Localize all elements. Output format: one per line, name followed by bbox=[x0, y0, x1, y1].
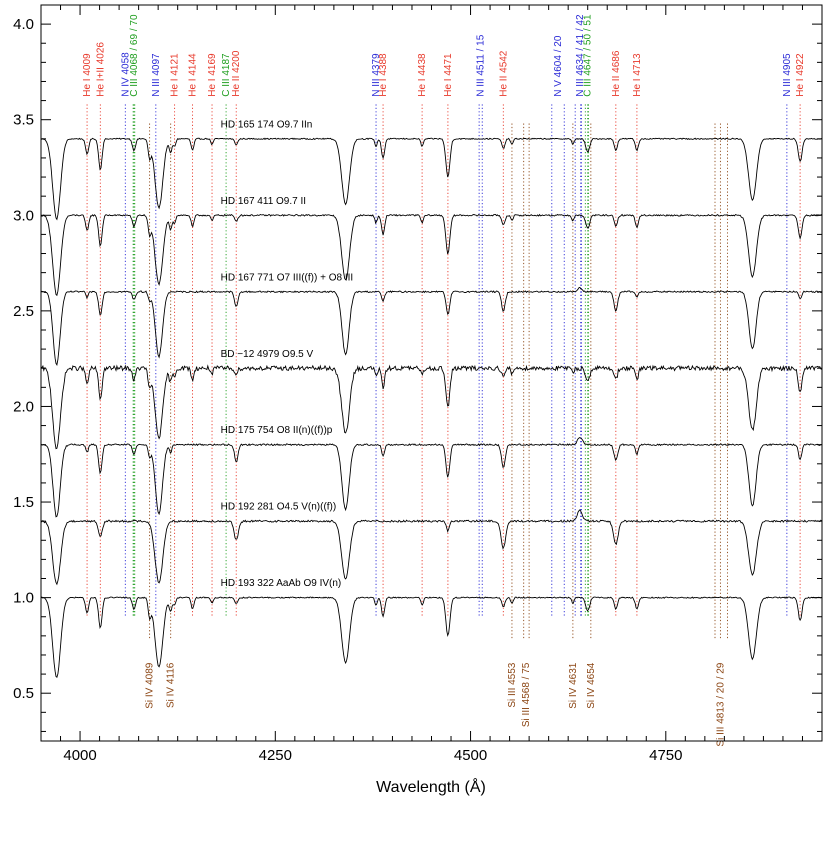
line-marker-layer bbox=[86, 104, 801, 640]
axes-layer: 4000 4250 4500 4750 0.5 1.0 1.5 2.0 2.5 3.0 3.5 4.0 bbox=[13, 4, 823, 764]
line-id-label: N III 4634 / 41 / 42 bbox=[575, 14, 586, 97]
y-tick-label: 2.5 bbox=[13, 303, 34, 320]
star-label: HD 167 771 O7 III((f)) + O8 III bbox=[221, 272, 354, 283]
star-label: HD 167 411 O9.7 II bbox=[221, 196, 306, 207]
line-id-label: N III 4905 bbox=[782, 53, 793, 97]
line-id-label: N III 4511 / 15 bbox=[476, 34, 487, 97]
star-label: HD 193 322 AaAb O9 IV(n) bbox=[221, 578, 342, 589]
y-tick-label: 3.0 bbox=[13, 207, 34, 224]
line-id-label: C III 4068 / 69 / 70 bbox=[129, 14, 140, 97]
line-id-label: He I 4438 bbox=[417, 53, 428, 97]
line-id-label: He I 4144 bbox=[188, 53, 199, 97]
line-id-label: C III 4187 bbox=[221, 53, 232, 97]
spectrum-line bbox=[40, 364, 822, 450]
line-id-label: Si III 4553 bbox=[507, 662, 518, 707]
line-id-label: He II 4686 bbox=[611, 50, 622, 97]
line-id-label: N IV 4058 bbox=[120, 52, 131, 97]
y-tick-label: 3.5 bbox=[13, 112, 34, 129]
star-label: HD 165 174 O9.7 IIn bbox=[221, 119, 313, 130]
y-tick-label: 4.0 bbox=[13, 16, 34, 33]
spectrum-line bbox=[41, 596, 822, 678]
spectrum-line bbox=[40, 213, 822, 297]
x-tick-label: 4250 bbox=[259, 747, 292, 764]
y-tick-label: 1.0 bbox=[13, 590, 34, 607]
x-tick-label: 4750 bbox=[649, 747, 682, 764]
line-id-label: He II 4200 bbox=[231, 50, 242, 97]
line-id-label: Si IV 4116 bbox=[166, 662, 177, 708]
line-id-label: He I+II 4026 bbox=[95, 42, 106, 97]
spectrum-line bbox=[41, 286, 822, 366]
line-id-label: C III 4647 / 50 / 51 bbox=[583, 14, 594, 97]
line-id-label: He I 4009 bbox=[82, 53, 93, 97]
y-tick-label: 1.5 bbox=[13, 494, 34, 511]
line-id-label: Si IV 4631 bbox=[568, 662, 579, 709]
line-id-label: He II 4542 bbox=[498, 50, 509, 97]
line-id-label: He I 4388 bbox=[378, 53, 389, 97]
line-id-label: He I 4922 bbox=[795, 53, 806, 97]
spectrum-line bbox=[40, 137, 822, 221]
line-id-label: He I 4121 bbox=[170, 53, 181, 97]
star-label: HD 192 281 O4.5 V(n)((f)) bbox=[221, 502, 337, 513]
y-tick-label: 2.0 bbox=[13, 398, 34, 415]
spectrum-line bbox=[40, 436, 822, 518]
line-id-label: N III 4379 bbox=[371, 53, 382, 97]
line-id-label: Si IV 4089 bbox=[145, 662, 156, 709]
line-id-label: Si III 4813 / 20 / 29 bbox=[715, 662, 726, 746]
x-axis-title: Wavelength (Å) bbox=[376, 777, 486, 796]
line-id-label: He I 4169 bbox=[207, 53, 218, 97]
star-label-layer: HD 165 174 O9.7 IIn HD 167 411 O9.7 II HD … bbox=[221, 119, 354, 589]
line-id-label: Si IV 4654 bbox=[586, 662, 597, 709]
x-tick-label: 4500 bbox=[454, 747, 487, 764]
line-id-label: Si III 4568 / 75 bbox=[521, 662, 532, 727]
star-label: BD −12 4979 O9.5 V bbox=[221, 349, 314, 360]
line-id-label: N V 4604 / 20 bbox=[553, 35, 564, 97]
spectrum-line bbox=[40, 509, 822, 586]
spectra-layer bbox=[40, 137, 822, 678]
line-id-label: He I 4471 bbox=[443, 53, 454, 97]
star-label: HD 175 754 O8 II(n)((f))p bbox=[221, 425, 333, 436]
y-tick-label: 0.5 bbox=[13, 685, 34, 702]
line-id-label: He I 4713 bbox=[632, 53, 643, 97]
x-tick-label: 4000 bbox=[63, 747, 96, 764]
line-id-label: N III 4097 bbox=[151, 53, 162, 97]
